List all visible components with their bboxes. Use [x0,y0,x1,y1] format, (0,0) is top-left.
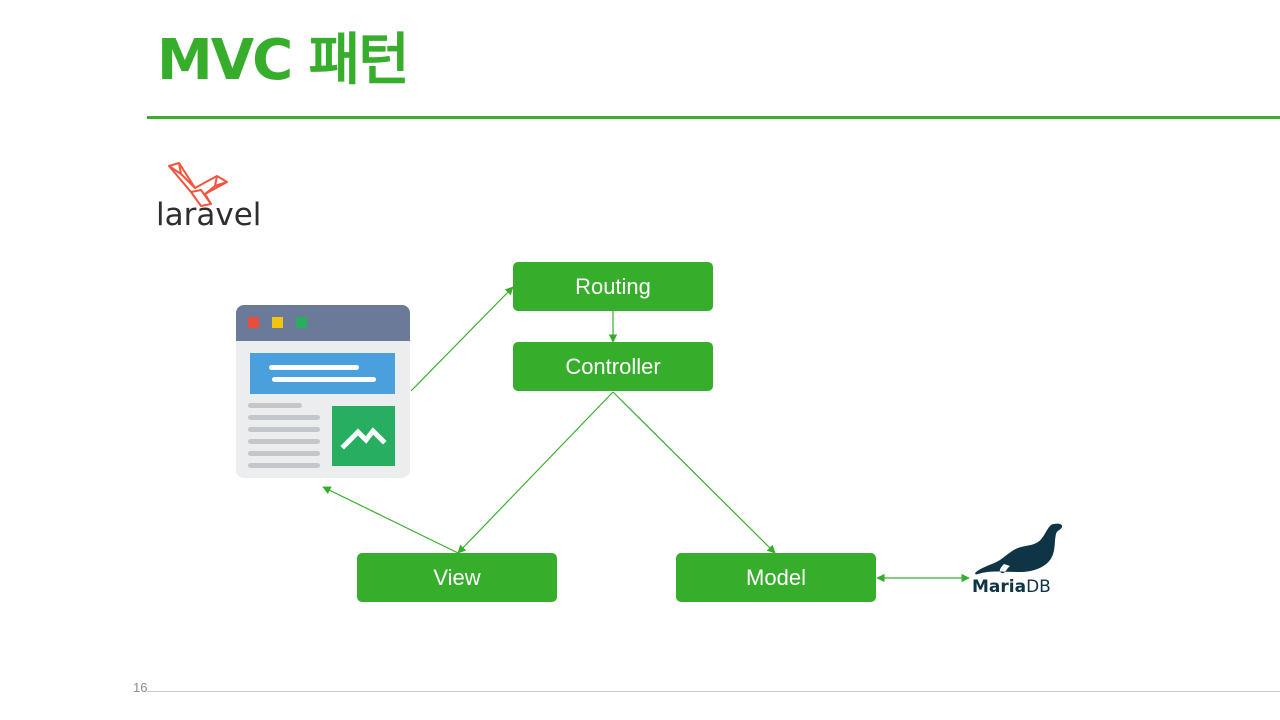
page-number: 16 [133,680,148,695]
arrow-controller-to-view [457,391,614,554]
arrow-controller-to-model [612,391,776,554]
mariadb-wordmark: MariaDB [972,577,1051,597]
mariadb-maria: Maria [972,577,1027,597]
view-node: View [357,553,557,602]
title-divider [147,116,1280,119]
seal-icon [975,523,1063,575]
browser-window-icon [236,305,410,478]
arrow-browser-to-routing [410,286,514,392]
controller-node: Controller [513,342,713,391]
laravel-icon [168,162,228,207]
page-title: MVC 패턴 [157,28,410,93]
arrow-view-to-browser [322,486,459,554]
footer-divider [147,691,1280,692]
laravel-wordmark: laravel [156,197,262,233]
routing-node: Routing [513,262,713,311]
model-node: Model [676,553,876,602]
mariadb-db: DB [1026,577,1051,597]
